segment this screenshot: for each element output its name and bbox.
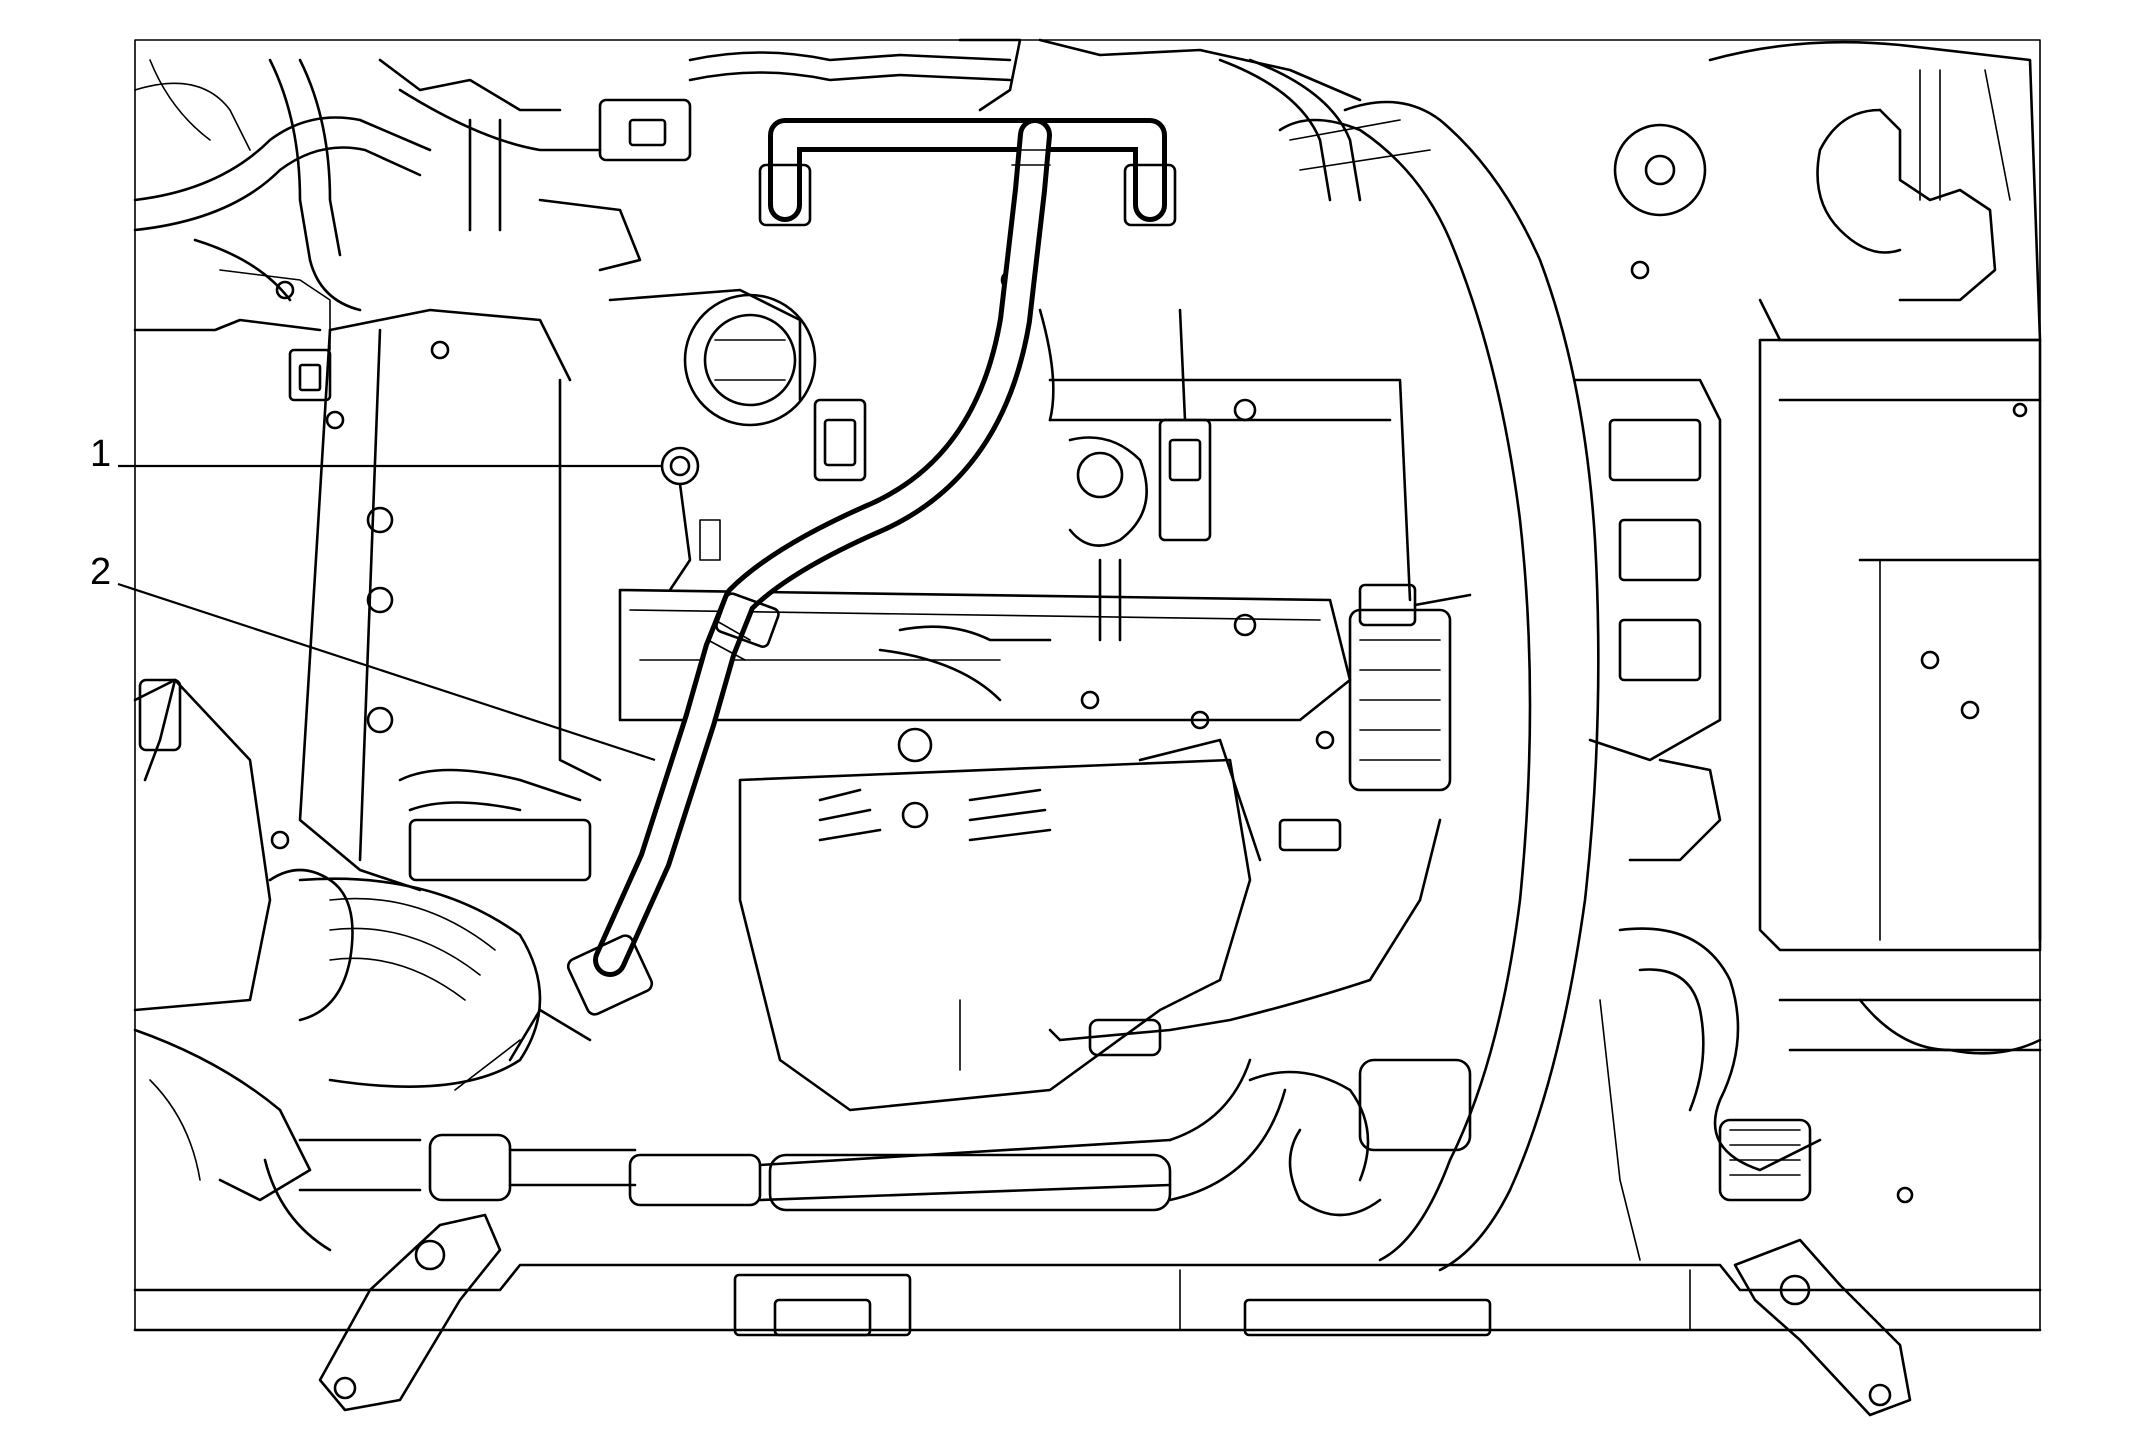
coolant-reservoir xyxy=(1613,40,2042,342)
upper-left-hoses xyxy=(133,58,692,402)
right-engine-connectors xyxy=(1278,583,1472,852)
right-mount-bracket xyxy=(1733,1238,1912,1417)
o2-sensor xyxy=(1048,818,1442,1057)
engine-block xyxy=(298,308,602,892)
highlighted-pcv-hose xyxy=(454,118,1177,1091)
fasteners xyxy=(270,260,2028,850)
exhaust-heat-shield xyxy=(738,727,1262,1112)
item-1-bolt xyxy=(660,446,721,592)
illustration-frame xyxy=(134,39,2041,1331)
air-intake-duct xyxy=(133,678,542,1202)
callout-1-label: 1 xyxy=(90,433,111,475)
left-mount-bracket xyxy=(318,1213,502,1412)
front-crossmember xyxy=(133,1263,2042,1337)
connectors-center xyxy=(813,308,1212,642)
electrical-center xyxy=(1573,338,2042,952)
callout-2: 2 xyxy=(90,551,656,762)
callout-2-label: 2 xyxy=(90,551,111,593)
charge-air-tube xyxy=(1248,100,1600,1272)
callout-1: 1 xyxy=(90,433,662,475)
top-harness xyxy=(688,38,1362,202)
oil-filler-cap xyxy=(683,293,817,427)
lower-right-hoses xyxy=(1599,927,2042,1261)
callout-2-leader xyxy=(117,582,656,762)
lower-tube xyxy=(263,1058,1287,1252)
